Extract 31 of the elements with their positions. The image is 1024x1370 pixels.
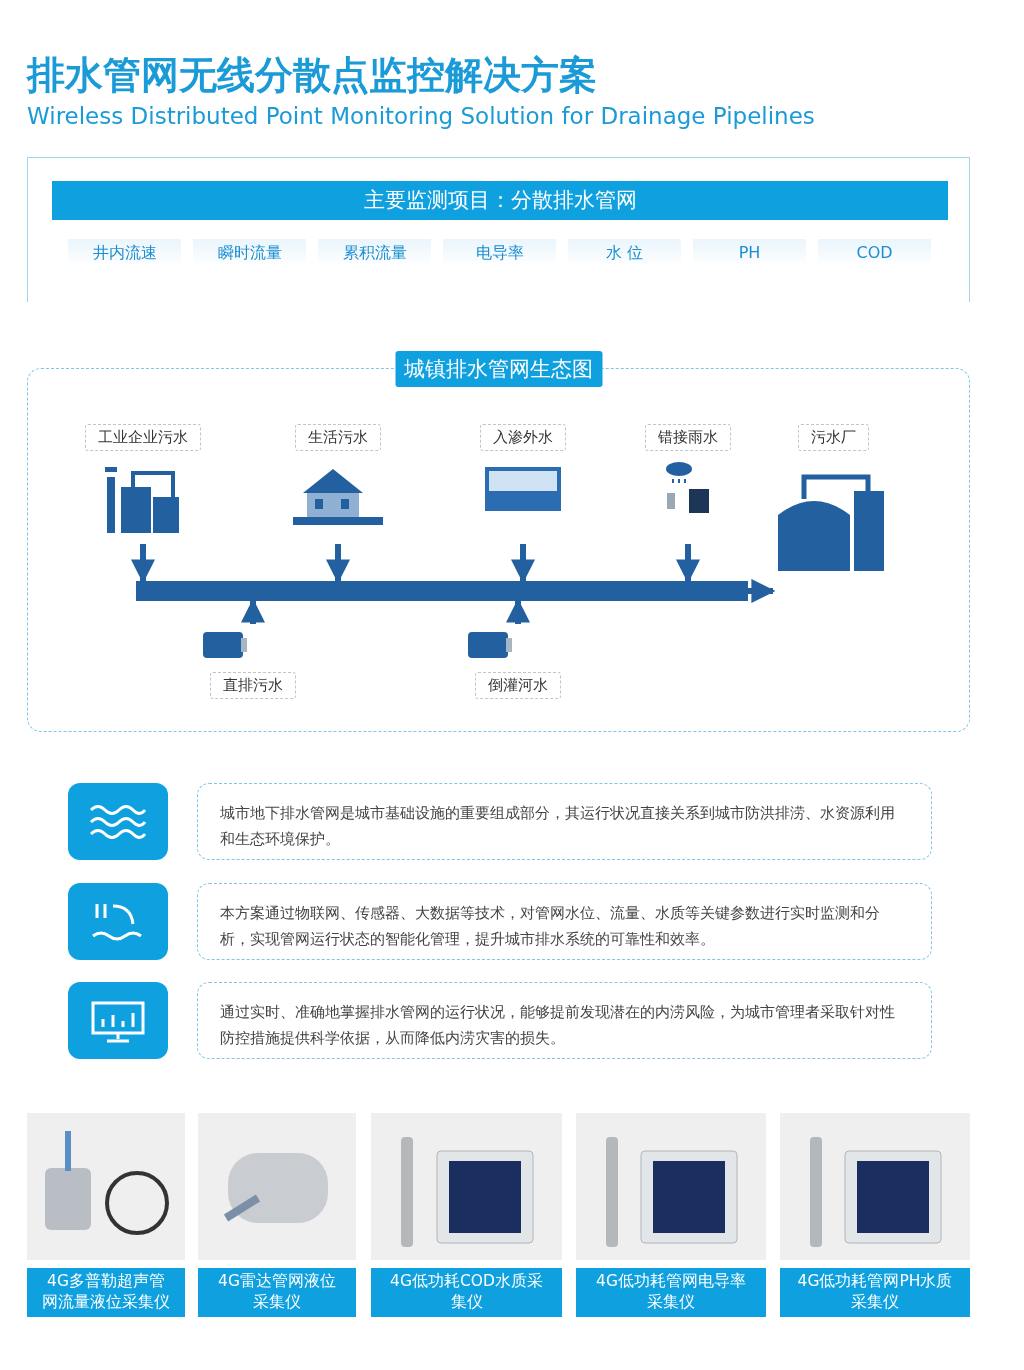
product-label: 4G低功耗COD水质采集仪 (371, 1268, 562, 1317)
panel-heading: 主要监测项目：分散排水管网 (52, 181, 948, 220)
text-card (197, 982, 932, 1059)
product-label: 4G低功耗管网PH水质采集仪 (780, 1268, 970, 1317)
source-tag: 直排污水 (210, 672, 296, 699)
subtitle: Wireless Distributed Point Monitoring Solution for Drainage Pipelines (27, 103, 815, 129)
monitoring-panel (27, 157, 970, 302)
product-label: 4G雷达管网液位采集仪 (198, 1268, 356, 1317)
pipe-connector (511, 544, 535, 584)
pipe-connector (241, 598, 265, 624)
page-title: 排水管网无线分散点监控解决方案 (27, 52, 597, 99)
pipe-connector (676, 544, 700, 584)
source-tag: 污水厂 (797, 424, 869, 451)
source-tag: 入渗外水 (480, 424, 566, 451)
pipe-connector (506, 598, 530, 624)
source-tag: 生活污水 (295, 424, 381, 451)
description-text: 城市地下排水管网是城市基础设施的重要组成部分，其运行状况直接关系到城市防洪排涝、水资源利用和生态环境保护。 (220, 804, 896, 849)
description-text: 本方案通过物联网、传感器、大数据等技术，对管网水位、流量、水质等关键参数进行实时监测和分析，实现管网运行状态的智能化管理，提升城市排水系统的可靠性和效率。 (220, 904, 881, 949)
source-tag: 错接雨水 (645, 424, 731, 451)
product-label: 4G低功耗管网电导率采集仪 (576, 1268, 766, 1317)
source-tag: 工业企业污水 (85, 424, 201, 451)
pipe-bar (136, 581, 748, 601)
text-card (197, 783, 932, 860)
product-label: 4G多普勒超声管网流量液位采集仪 (27, 1268, 185, 1317)
source-tag: 倒灌河水 (475, 672, 561, 699)
frame-title: 城镇排水管网生态图 (395, 351, 602, 387)
pipe-connector (748, 579, 776, 603)
description-text: 通过实时、准确地掌握排水管网的运行状况，能够提前发现潜在的内涝风险，为城市管理者采取针对性防控措施提供科学依据，从而降低内涝灾害的损失。 (220, 1003, 896, 1048)
pipe-connector (131, 544, 155, 584)
pipe-connector (326, 544, 350, 584)
text-card (197, 883, 932, 960)
